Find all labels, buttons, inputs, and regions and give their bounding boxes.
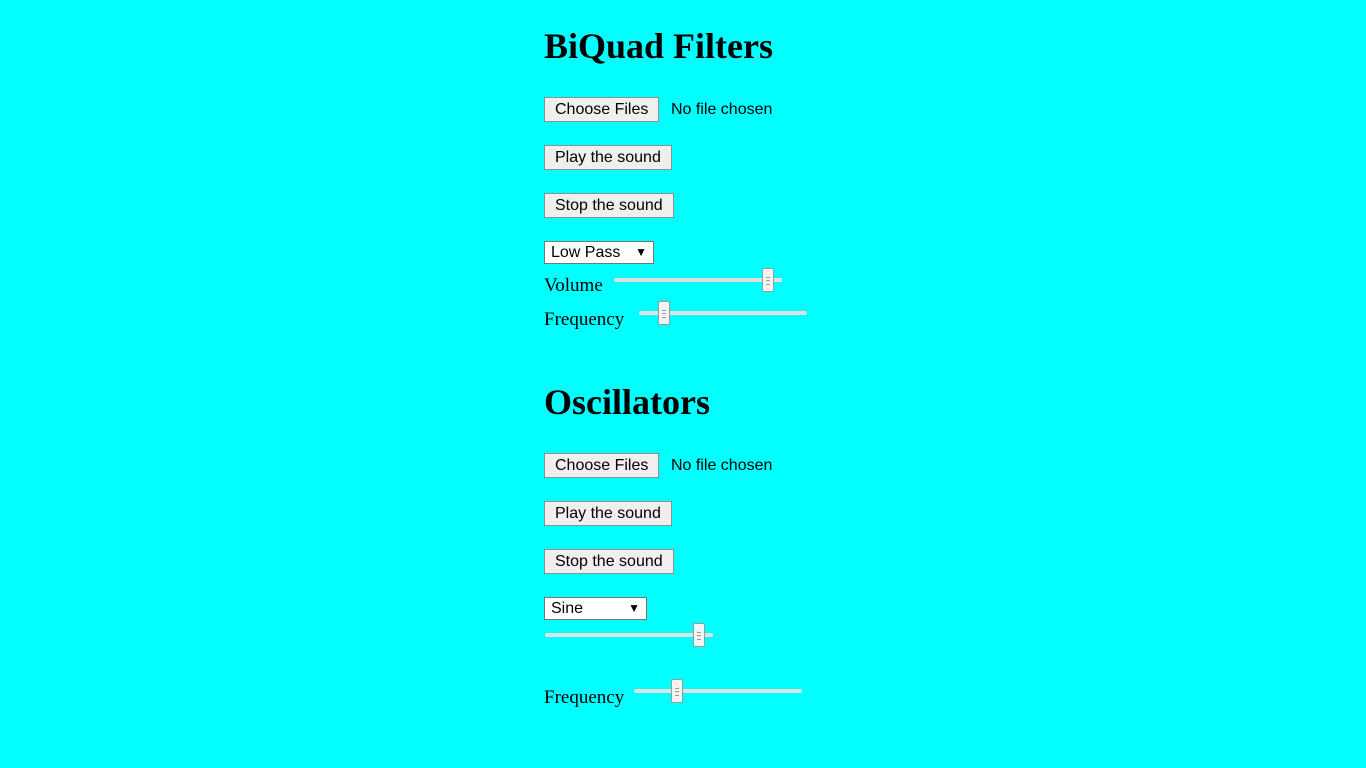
slider-thumb[interactable]	[693, 623, 705, 647]
biquad-choose-files-button[interactable]: Choose Files	[544, 97, 660, 122]
oscillators-wave-type-value: Sine	[551, 600, 584, 617]
biquad-stop-button[interactable]: Stop the sound	[544, 193, 674, 218]
biquad-frequency-label: Frequency	[544, 309, 625, 330]
oscillators-slider[interactable]	[545, 623, 713, 647]
oscillators-stop-button[interactable]: Stop the sound	[544, 549, 674, 574]
biquad-play-button[interactable]: Play the sound	[544, 145, 672, 170]
slider-track	[639, 311, 807, 315]
oscillators-choose-files-button[interactable]: Choose Files	[544, 453, 660, 478]
biquad-volume-label: Volume	[544, 275, 603, 296]
slider-thumb[interactable]	[762, 268, 774, 292]
dropdown-arrow-icon: ▼	[628, 601, 640, 615]
slider-thumb[interactable]	[658, 301, 670, 325]
oscillators-play-button[interactable]: Play the sound	[544, 501, 672, 526]
dropdown-arrow-icon: ▼	[635, 245, 647, 259]
oscillators-frequency-slider[interactable]	[634, 679, 802, 703]
slider-track	[545, 633, 713, 637]
biquad-filter-type-value: Low Pass	[551, 244, 621, 261]
oscillators-file-status: No file chosen	[671, 457, 773, 474]
biquad-title: BiQuad Filters	[544, 26, 774, 66]
biquad-file-status: No file chosen	[671, 101, 773, 118]
oscillators-title: Oscillators	[544, 382, 710, 422]
slider-track	[614, 278, 782, 282]
biquad-frequency-slider[interactable]	[639, 301, 807, 325]
biquad-filter-type-select[interactable]: Low Pass ▼	[544, 241, 654, 264]
oscillators-wave-type-select[interactable]: Sine ▼	[544, 597, 647, 620]
slider-track	[634, 689, 802, 693]
oscillators-frequency-label: Frequency	[544, 687, 625, 708]
biquad-volume-slider[interactable]	[614, 268, 782, 292]
slider-thumb[interactable]	[671, 679, 683, 703]
